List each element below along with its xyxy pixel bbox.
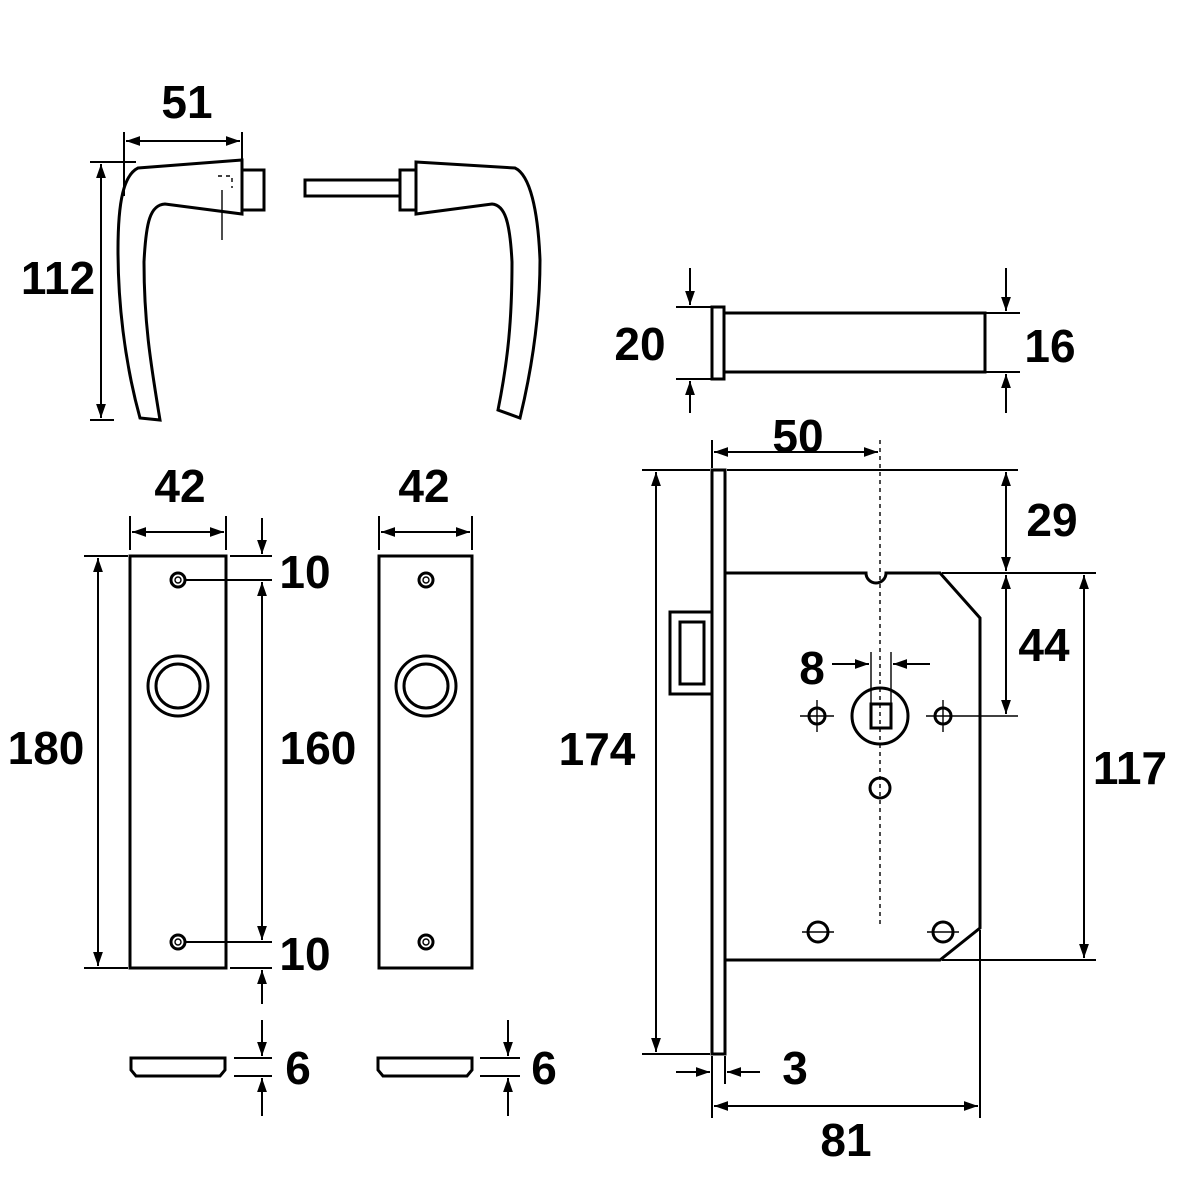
backplate-right (377, 554, 474, 970)
spindle-square-label: 8 (799, 642, 825, 694)
handle-width-label: 51 (161, 76, 212, 128)
backset-label: 50 (772, 410, 823, 462)
mortise-lock-dimensions (642, 440, 1096, 1118)
handle-dimension-lines (90, 132, 243, 421)
lever-handle-right (303, 160, 542, 420)
spindle-inner-label: 16 (1024, 320, 1075, 372)
plate-width-left-label: 42 (154, 460, 205, 512)
backplate-left-dimensions (84, 516, 272, 1004)
lever-handle-left (116, 158, 266, 422)
forend-thickness-label: 3 (782, 1042, 808, 1094)
forend-height-label: 174 (559, 723, 636, 775)
plate-width-right-label: 42 (398, 460, 449, 512)
mortise-lock (668, 440, 1018, 1056)
plate-profile-right (376, 1020, 520, 1116)
plate-thickness-left-label: 6 (285, 1042, 311, 1094)
plate-profile-left (129, 1020, 272, 1116)
hole-spacing-label: 160 (280, 722, 357, 774)
spindle (676, 268, 1020, 413)
hole-offset-bottom-label: 10 (279, 928, 330, 980)
follower-offset-label: 44 (1018, 619, 1070, 671)
backplate-right-dimensions (378, 516, 473, 550)
top-offset-label: 29 (1026, 494, 1077, 546)
handle-height-label: 112 (21, 252, 95, 304)
plate-height-label: 180 (8, 722, 85, 774)
hole-offset-top-label: 10 (279, 546, 330, 598)
plate-thickness-right-label: 6 (531, 1042, 557, 1094)
spindle-outer-label: 20 (614, 318, 665, 370)
lock-depth-label: 81 (820, 1114, 871, 1166)
backplate-left (128, 554, 228, 970)
case-height-label: 117 (1093, 742, 1167, 794)
